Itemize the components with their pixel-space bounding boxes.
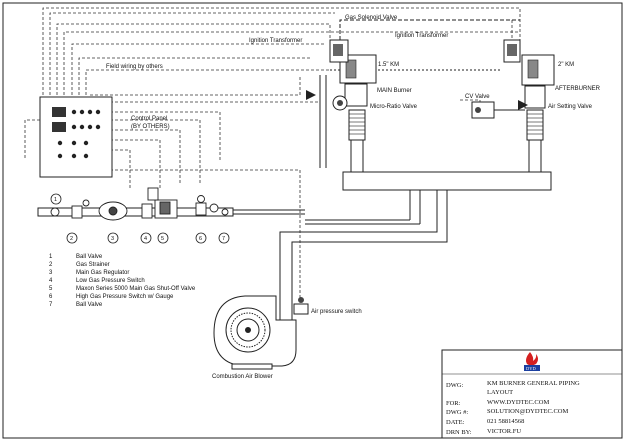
gas-train-pipe bbox=[37, 207, 234, 217]
legend-num-6: 6 bbox=[49, 294, 53, 300]
afterburner-model: 2" KM bbox=[558, 62, 574, 68]
logo-text: DYD bbox=[526, 366, 536, 371]
legend-num-3: 3 bbox=[49, 270, 53, 276]
high-pressure-switch bbox=[195, 202, 207, 216]
air-pressure-switch-label: Air pressure switch bbox=[311, 309, 362, 315]
tb-value-for: WWW.DYDTEC.COM bbox=[487, 399, 549, 406]
train-number-1: 1 bbox=[54, 197, 57, 203]
control-panel: Control Panel (BY OTHERS) bbox=[39, 96, 170, 178]
train-number-5: 5 bbox=[161, 236, 164, 242]
tb-label-drn-by: DRN BY: bbox=[446, 429, 472, 436]
legend-text-1: Ball Valve bbox=[76, 254, 103, 260]
afterburner-bellows bbox=[526, 109, 544, 141]
cv-valve: CV Valve bbox=[465, 94, 525, 119]
tb-label-dwg-num: DWG #: bbox=[446, 409, 468, 416]
legend-num-2: 2 bbox=[49, 262, 53, 268]
panel-display-upper bbox=[52, 107, 66, 117]
cv-valve-label: CV Valve bbox=[465, 94, 490, 100]
ignition-transformer-left-label: Ignition Transformer bbox=[249, 38, 302, 44]
gas-strainer bbox=[71, 205, 83, 219]
legend-text-2: Gas Strainer bbox=[76, 262, 110, 268]
main-burner-label: MAIN Burner bbox=[377, 88, 412, 94]
legend-text-7: Ball Valve bbox=[76, 302, 103, 308]
afterburner-label: AFTERBURNER bbox=[555, 86, 601, 92]
main-burner-model: 1.5" KM bbox=[378, 62, 399, 68]
control-panel-sublabel: (BY OTHERS) bbox=[131, 124, 170, 130]
combustion-air-blower: Air pressure switch Combustion Air Blowe… bbox=[212, 295, 362, 380]
header-pipe bbox=[342, 171, 552, 191]
legend: 1 Ball Valve 2 Gas Strainer 3 Main Gas R… bbox=[49, 254, 196, 308]
train-number-balloons bbox=[50, 193, 230, 244]
legend-num-4: 4 bbox=[49, 278, 53, 284]
gas-train-components bbox=[50, 187, 229, 221]
tb-value-layout: LAYOUT bbox=[487, 389, 513, 396]
dyd-logo: DYD bbox=[524, 352, 540, 371]
legend-text-6: High Gas Pressure Switch w/ Gauge bbox=[76, 294, 174, 300]
gas-piping bbox=[37, 19, 552, 320]
ignition-transformer-right-label: Ignition Transformer bbox=[395, 33, 448, 39]
tb-value-dwg: KM BURNER GENERAL PIPING bbox=[487, 380, 580, 387]
title-block: DYD DWG: KM BURNER GENERAL PIPING LAYOUT… bbox=[441, 349, 623, 439]
tb-label-for: FOR: bbox=[446, 400, 461, 407]
panel-indicator-lights bbox=[57, 109, 101, 159]
gas-solenoid-valve-label: Gas Solenoid Valve bbox=[345, 15, 398, 21]
air-setting-valve-label: Air Setting Valve bbox=[548, 104, 593, 110]
low-pressure-switch bbox=[141, 203, 153, 219]
legend-num-1: 1 bbox=[49, 254, 53, 260]
train-number-2: 2 bbox=[70, 236, 73, 242]
micro-ratio-valve-label: Micro-Ratio Valve bbox=[370, 104, 418, 110]
legend-num-7: 7 bbox=[49, 302, 53, 308]
train-number-6: 6 bbox=[199, 236, 202, 242]
main-burner-assembly: 1.5" KM MAIN Burner Micro-Ratio Valve bbox=[306, 39, 418, 173]
air-pressure-switch-body bbox=[293, 303, 309, 315]
panel-display-lower bbox=[52, 122, 66, 132]
tb-value-drn-by: VICTOR.FU bbox=[487, 428, 521, 435]
train-number-7: 7 bbox=[222, 236, 225, 242]
ball-valve-1 bbox=[50, 207, 60, 217]
combustion-air-blower-label: Combustion Air Blower bbox=[212, 374, 273, 380]
tb-value-dwg-num: SOLUTION@DYDTEC.COM bbox=[487, 408, 568, 415]
tb-label-dwg: DWG: bbox=[446, 382, 464, 389]
ball-valve-7 bbox=[221, 208, 229, 216]
legend-text-5: Maxon Series 5000 Main Gas Shut-Off Valv… bbox=[76, 286, 196, 292]
field-wiring-label: Field wiring by others bbox=[106, 64, 163, 70]
legend-text-4: Low Gas Pressure Switch bbox=[76, 278, 145, 284]
control-panel-label: Control Panel bbox=[131, 116, 167, 122]
tb-value-date: 021 58814568 bbox=[487, 418, 524, 425]
field-wiring-lines bbox=[24, 7, 521, 301]
afterburner-assembly: 2" KM AFTERBURNER Air Setting Valve bbox=[503, 39, 601, 173]
tb-label-date: DATE: bbox=[446, 419, 465, 426]
train-number-3: 3 bbox=[111, 236, 114, 242]
train-number-4: 4 bbox=[144, 236, 147, 242]
legend-text-3: Main Gas Regulator bbox=[76, 270, 129, 276]
main-burner-bellows bbox=[348, 109, 366, 141]
legend-num-5: 5 bbox=[49, 286, 53, 292]
